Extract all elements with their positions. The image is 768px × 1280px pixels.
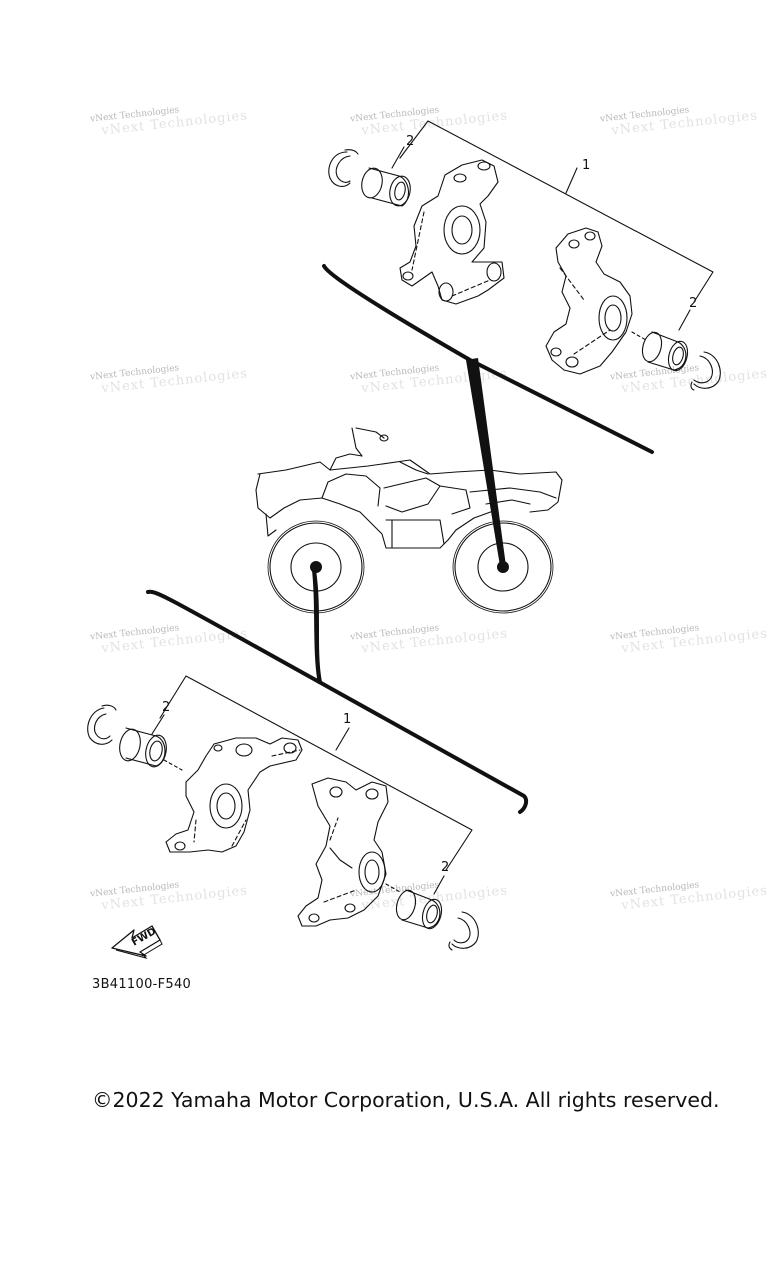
callout-rear-bearing-right: 2 (689, 296, 698, 311)
rear-pointer (466, 358, 506, 566)
front-pointer (312, 570, 322, 684)
front-bearing-right (385, 883, 443, 930)
callout-front-bearing-right: 2 (441, 860, 450, 875)
front-group-bracket-line (146, 589, 529, 814)
front-circlip-left (87, 704, 117, 745)
front-knuckle-left (165, 737, 303, 853)
rear-group-bracket-line (322, 264, 654, 454)
front-bearing-left (119, 727, 183, 771)
atv-illustration (255, 427, 563, 614)
front-circlip-right (448, 911, 479, 951)
rear-circlip-right (690, 351, 721, 391)
front-assembly-bracket (159, 675, 473, 871)
rear-bearing-right (631, 331, 689, 372)
callout-front-bearing-left: 2 (162, 700, 171, 715)
diagram-code: 3B41100-F540 (92, 977, 192, 992)
rear-knuckle-left (399, 159, 505, 305)
callout-rear-assembly: 1 (582, 158, 591, 173)
callout-front-assembly: 1 (343, 712, 352, 727)
front-knuckle-right (297, 777, 389, 927)
rear-assembly-bracket (399, 120, 714, 303)
fwd-arrow-icon: FWD (111, 925, 163, 959)
rear-bearing-left (361, 167, 411, 207)
rear-knuckle-right (545, 227, 633, 375)
callout-rear-bearing-left: 2 (406, 134, 415, 149)
rear-circlip-left (328, 149, 359, 187)
copyright-notice: ©2022 Yamaha Motor Corporation, U.S.A. A… (92, 1088, 720, 1112)
